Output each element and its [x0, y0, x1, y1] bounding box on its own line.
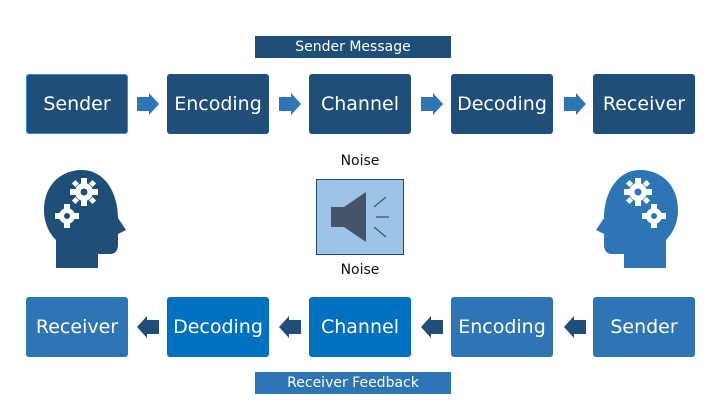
arrow-left-icon [564, 316, 586, 338]
arrow-right-icon [137, 93, 159, 115]
bottom-encoding-box: Encoding [451, 297, 553, 357]
top-sender-box: Sender [26, 74, 128, 134]
sender-message-label: Sender Message [255, 36, 451, 58]
bottom-sender-box: Sender [593, 297, 695, 357]
arrow-left-icon [421, 316, 443, 338]
noise-label-top: Noise [340, 153, 380, 169]
receiver-feedback-label: Receiver Feedback [255, 372, 451, 394]
arrow-right-icon [564, 93, 586, 115]
bottom-channel-box: Channel [309, 297, 411, 357]
arrow-right-icon [421, 93, 443, 115]
head-gears-icon [42, 168, 128, 270]
arrow-right-icon [279, 93, 301, 115]
arrow-left-icon [137, 316, 159, 338]
bottom-receiver-box: Receiver [26, 297, 128, 357]
noise-label-bottom: Noise [340, 262, 380, 278]
arrow-left-icon [279, 316, 301, 338]
top-channel-box: Channel [309, 74, 411, 134]
top-receiver-box: Receiver [593, 74, 695, 134]
head-gears-icon [594, 168, 680, 270]
top-decoding-box: Decoding [451, 74, 553, 134]
speaker-icon [316, 179, 404, 255]
top-encoding-box: Encoding [167, 74, 269, 134]
bottom-decoding-box: Decoding [167, 297, 269, 357]
